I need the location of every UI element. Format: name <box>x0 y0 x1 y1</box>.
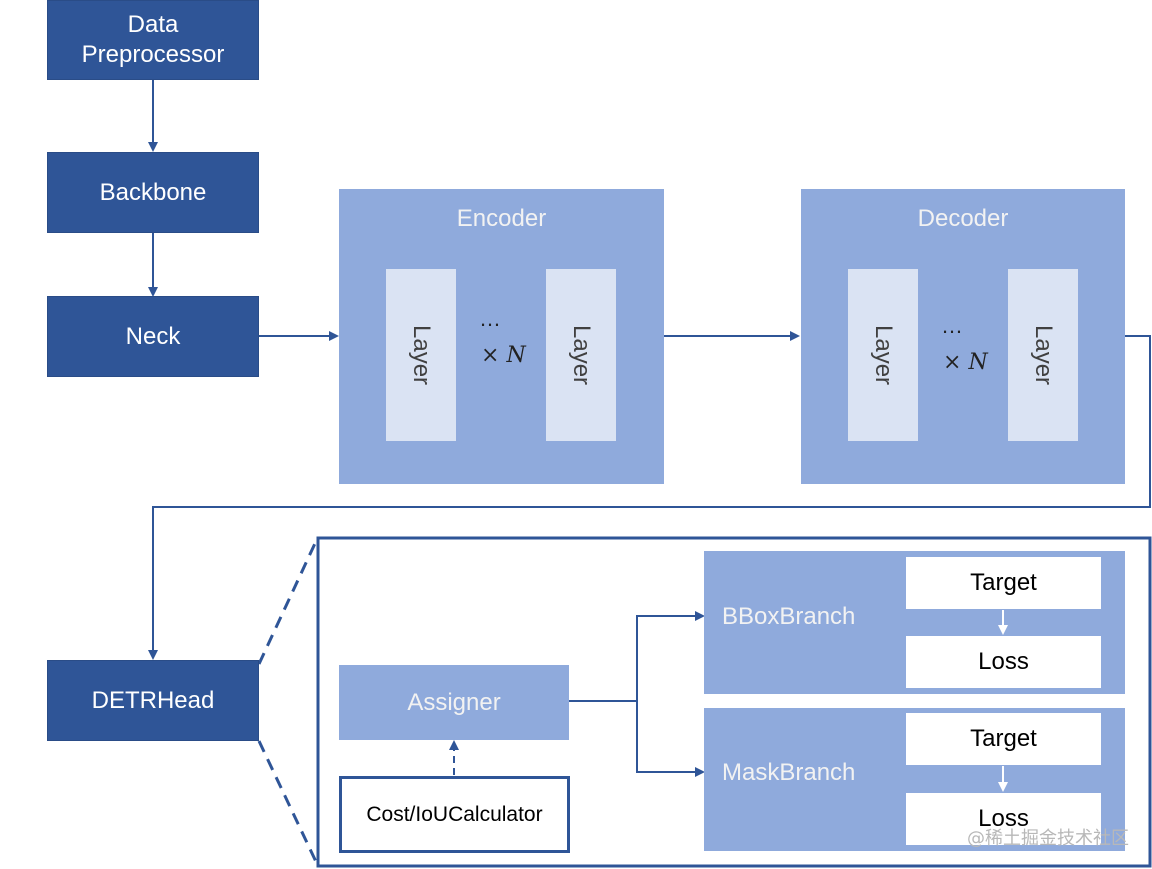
encoder-times-n: × N <box>481 343 526 368</box>
bbox-loss-label: Loss <box>978 648 1029 675</box>
arrow-decoder-head <box>148 335 1151 660</box>
detr-head-detail-frame <box>316 536 1152 868</box>
zoom-line-top <box>257 536 320 665</box>
encoder-layer-last-label: Layer <box>568 324 595 386</box>
backbone-label: Backbone <box>99 178 207 206</box>
cost-calculator-label: Cost/IoUCalculator <box>366 802 543 826</box>
encoder-title: Encoder <box>456 205 547 232</box>
arrow-assigner-bbox <box>569 611 705 702</box>
mask-branch-label: MaskBranch <box>722 759 856 786</box>
backbone-box: Backbone <box>47 152 259 233</box>
encoder-layer-first: Layer <box>386 269 456 441</box>
assigner-label: Assigner <box>407 688 501 716</box>
decoder-times-n: × N <box>943 350 988 375</box>
data-preprocessor-label: Data Preprocessor <box>81 11 225 68</box>
decoder-title: Decoder <box>917 205 1009 232</box>
zoom-line-bottom <box>257 740 320 867</box>
data-preprocessor-box: Data Preprocessor <box>47 0 259 80</box>
decoder-layer-last: Layer <box>1008 269 1078 441</box>
neck-label: Neck <box>125 322 181 350</box>
arrow-assigner-mask <box>636 701 705 777</box>
neck-box: Neck <box>47 296 259 377</box>
bbox-target-label: Target <box>970 569 1037 596</box>
encoder-layer-first-label: Layer <box>408 324 435 386</box>
bbox-target-box: Target <box>906 557 1101 609</box>
decoder-ellipsis: … <box>941 313 963 338</box>
detr-head-box: DETRHead <box>47 660 259 741</box>
bbox-loss-box: Loss <box>906 636 1101 688</box>
mask-loss-box: Loss <box>906 793 1101 845</box>
mask-loss-label: Loss <box>978 805 1029 832</box>
encoder-layer-last: Layer <box>546 269 616 441</box>
cost-calculator-box: Cost/IoUCalculator <box>339 776 570 853</box>
encoder-ellipsis: … <box>479 306 501 331</box>
watermark: @稀土掘金技术社区 <box>967 828 1129 849</box>
assigner-box: Assigner <box>339 665 569 740</box>
decoder-layer-last-label: Layer <box>1030 324 1057 386</box>
mask-target-box: Target <box>906 713 1101 765</box>
detr-head-label: DETRHead <box>91 686 215 714</box>
bbox-branch-label: BBoxBranch <box>722 603 856 630</box>
decoder-layer-first-label: Layer <box>870 324 897 386</box>
decoder-layer-first: Layer <box>848 269 918 441</box>
mask-target-label: Target <box>970 725 1037 752</box>
